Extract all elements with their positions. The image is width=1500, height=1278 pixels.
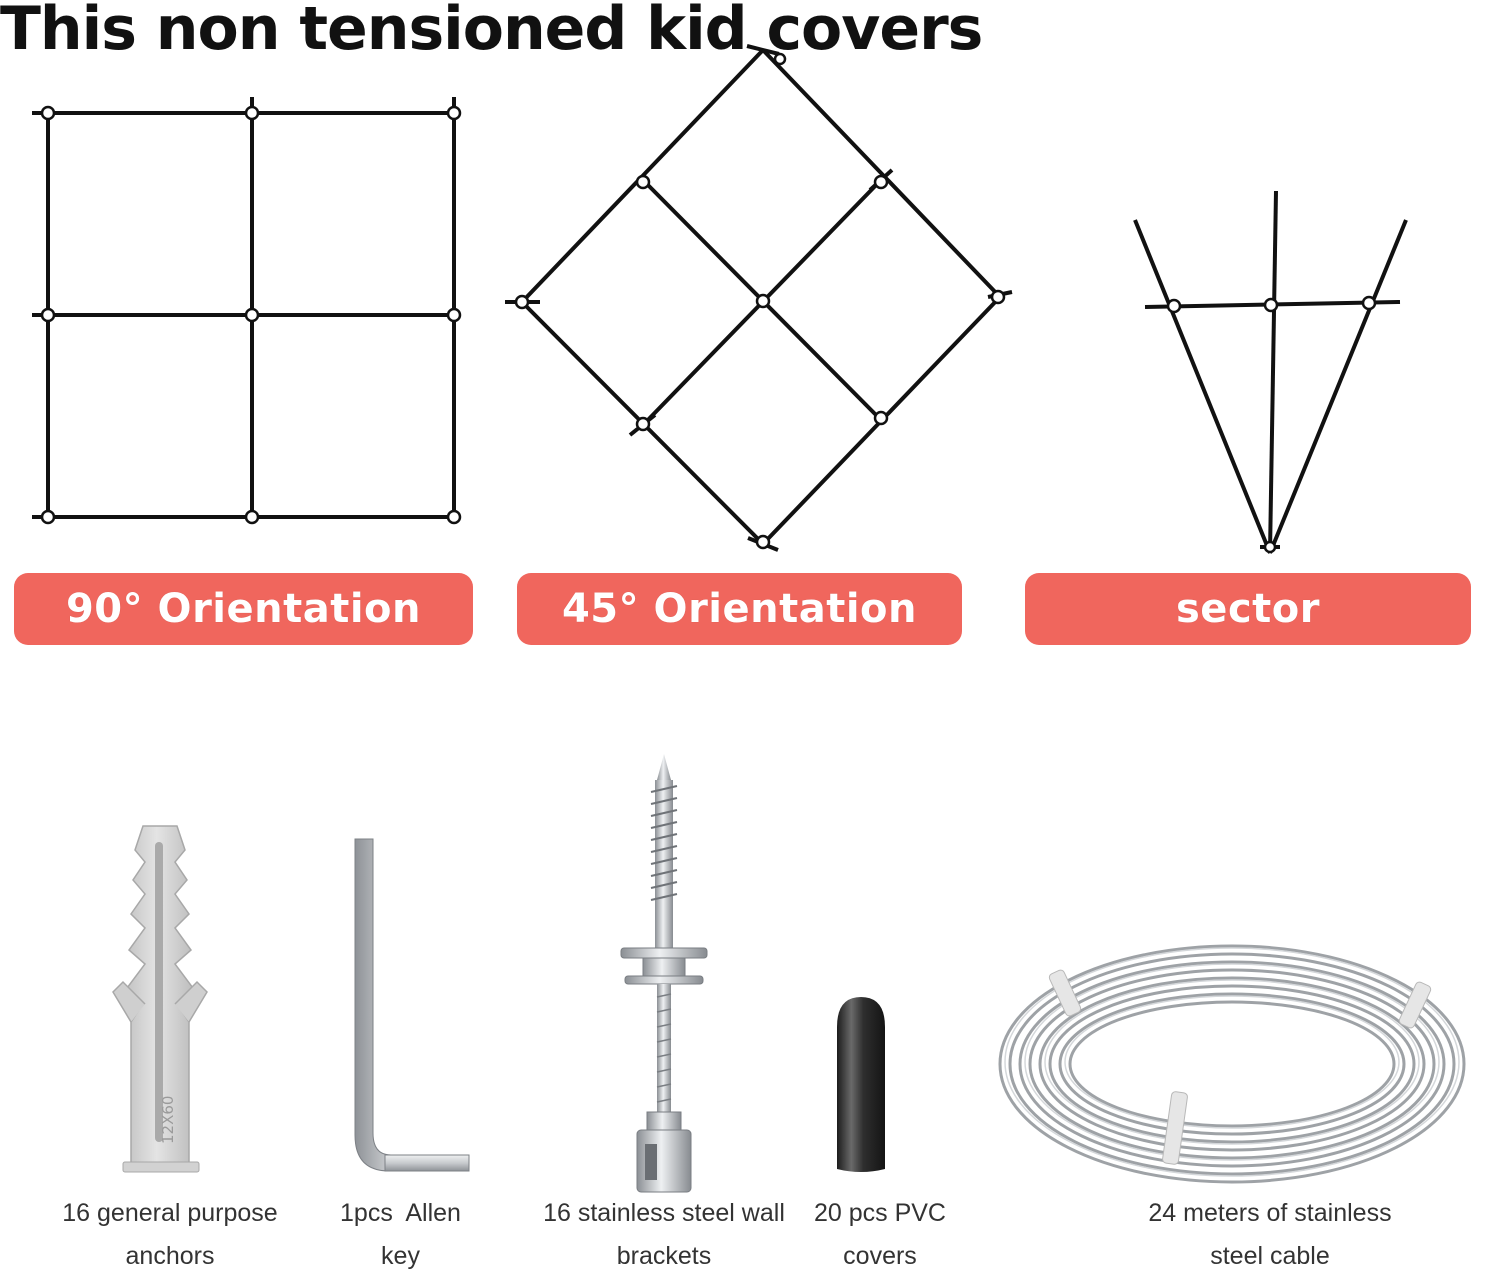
page-title: This non tensioned kid covers	[0, 0, 983, 64]
steel-cable-coil-icon	[998, 944, 1466, 1184]
pvc-cover-icon	[837, 997, 885, 1172]
caption-anchors-line2: anchors	[125, 1242, 215, 1270]
wall-bracket-screw-icon	[620, 754, 708, 1193]
label-45-orientation: 45° Orientation	[517, 573, 962, 645]
caption-pvc-covers: 20 pcs PVC covers	[800, 1192, 960, 1278]
caption-allen-key-line1: 1pcs Allen	[340, 1199, 461, 1227]
caption-pvc-covers-line2: covers	[843, 1242, 917, 1270]
caption-wall-brackets-line2: brackets	[616, 1242, 712, 1270]
caption-anchors: 16 general purpose anchors	[40, 1192, 300, 1278]
caption-anchors-line1: 16 general purpose	[62, 1199, 278, 1227]
grid-90-diagram	[32, 97, 462, 525]
caption-wall-brackets: 16 stainless steel wall brackets	[530, 1192, 798, 1278]
grid-45-diagram	[505, 44, 1013, 552]
caption-steel-cable: 24 meters of stainless steel cable	[1120, 1192, 1420, 1278]
sector-diagram	[1133, 190, 1408, 554]
caption-allen-key-line2: key	[381, 1242, 420, 1270]
caption-wall-brackets-line1: 16 stainless steel wall	[543, 1199, 785, 1227]
caption-steel-cable-line1: 24 meters of stainless	[1148, 1199, 1392, 1227]
caption-steel-cable-line2: steel cable	[1210, 1242, 1330, 1270]
anchor-marking-text: 12X60	[159, 1096, 177, 1144]
label-sector: sector	[1025, 573, 1471, 645]
caption-allen-key: 1pcs Allen key	[318, 1192, 483, 1278]
plastic-anchor-icon: 12X60	[112, 825, 208, 1173]
allen-key-icon	[354, 838, 470, 1172]
caption-pvc-covers-line1: 20 pcs PVC	[813, 1199, 946, 1227]
label-90-orientation: 90° Orientation	[14, 573, 473, 645]
